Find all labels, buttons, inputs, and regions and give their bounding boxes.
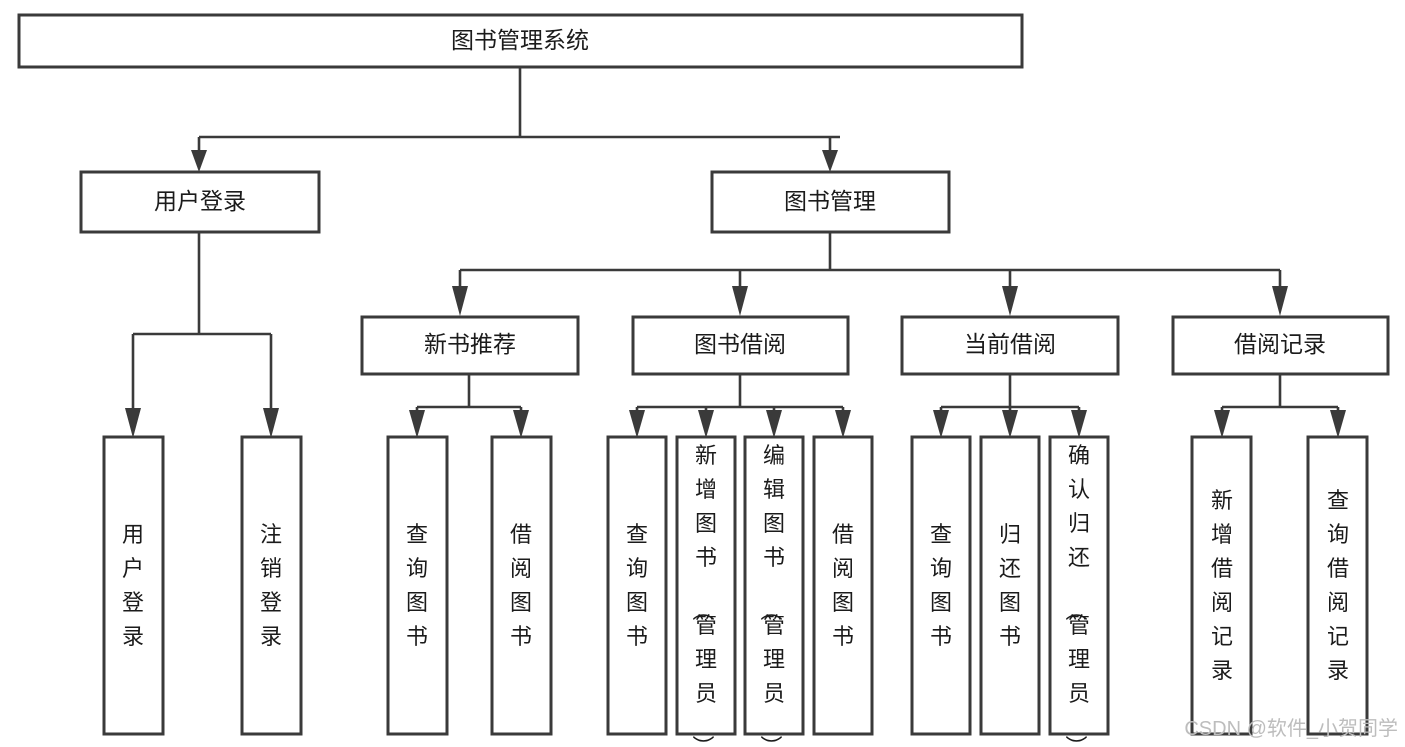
node-leaf-query-book-2[interactable]: 查询图书 (606, 435, 668, 736)
node-leaf-borrow-book-1-label: 借阅图书 (510, 522, 532, 649)
node-user-login[interactable]: 用户登录 (79, 170, 321, 234)
node-leaf-add-book-label: 新增图书（管理员） (690, 443, 717, 747)
node-current-borrow[interactable]: 当前借阅 (900, 315, 1120, 376)
node-book-borrow-label: 图书借阅 (694, 331, 786, 357)
node-leaf-add-record-label: 新增借阅记录 (1211, 488, 1233, 683)
watermark-label: CSDN @软件_小贺同学 (1184, 717, 1398, 740)
node-leaf-logout-login[interactable]: 注销登录 (240, 435, 303, 736)
arrow-head-leaf-borrow-book-2 (835, 410, 851, 438)
node-leaf-query-book-2-label: 查询图书 (626, 522, 648, 649)
node-leaf-edit-book[interactable]: 编辑图书（管理员） (743, 435, 805, 747)
arrow-head-leaf-borrow-book-1 (513, 410, 529, 438)
node-borrow-record-label: 借阅记录 (1234, 331, 1326, 357)
node-leaf-query-book-1-label: 查询图书 (406, 522, 428, 649)
node-leaf-return-book-box[interactable] (979, 435, 1041, 736)
node-leaf-logout-login-label: 注销登录 (260, 522, 282, 649)
arrow-head-leaf-add-record (1214, 410, 1230, 438)
node-leaf-user-login-box[interactable] (102, 435, 165, 736)
node-root-label: 图书管理系统 (451, 27, 589, 53)
node-leaf-query-book-3-box[interactable] (910, 435, 972, 736)
node-leaf-edit-book-label: 编辑图书（管理员） (758, 443, 785, 747)
arrow-head-leaf-return-book (1002, 410, 1018, 438)
node-borrow-record-box[interactable] (1171, 315, 1390, 376)
node-leaf-query-record[interactable]: 查询借阅记录 (1306, 435, 1369, 736)
node-leaf-add-book-box[interactable] (675, 435, 737, 736)
node-user-login-label: 用户登录 (154, 188, 246, 214)
node-root-box[interactable] (17, 13, 1024, 69)
arrow-head-book-management (822, 150, 838, 172)
node-leaf-query-record-label: 查询借阅记录 (1327, 488, 1349, 683)
arrow-head-leaf-confirm-return (1071, 410, 1087, 438)
node-leaf-add-book[interactable]: 新增图书（管理员） (675, 435, 737, 747)
arrow-head-leaf-edit-book (766, 410, 782, 438)
node-current-borrow-label: 当前借阅 (964, 331, 1056, 357)
connector-layer (125, 67, 1346, 438)
node-user-login-box[interactable] (79, 170, 321, 234)
node-leaf-borrow-book-2-label: 借阅图书 (832, 522, 854, 649)
node-leaf-confirm-return-label: 确认归还（管理员） (1063, 443, 1090, 747)
node-borrow-record[interactable]: 借阅记录 (1171, 315, 1390, 376)
node-leaf-query-book-3-label: 查询图书 (930, 522, 952, 649)
arrow-head-leaf-query-book-1 (409, 410, 425, 438)
node-leaf-query-book-1-box[interactable] (386, 435, 449, 736)
node-root[interactable]: 图书管理系统 (17, 13, 1024, 69)
arrow-head-leaf-query-record (1330, 410, 1346, 438)
arrow-head-leaf-query-book-3 (933, 410, 949, 438)
node-leaf-add-record-box[interactable] (1190, 435, 1253, 736)
node-leaf-return-book-label: 归还图书 (999, 522, 1021, 649)
node-book-management-box[interactable] (710, 170, 951, 234)
node-new-book-recommend-label: 新书推荐 (424, 331, 516, 357)
arrow-head-leaf-add-book (698, 410, 714, 438)
node-leaf-borrow-book-1[interactable]: 借阅图书 (490, 435, 553, 736)
node-leaf-add-record[interactable]: 新增借阅记录 (1190, 435, 1253, 736)
node-book-borrow-box[interactable] (631, 315, 850, 376)
node-leaf-logout-login-box[interactable] (240, 435, 303, 736)
node-leaf-query-book-3[interactable]: 查询图书 (910, 435, 972, 736)
node-current-borrow-box[interactable] (900, 315, 1120, 376)
arrow-head-user-login (191, 150, 207, 172)
arrow-head-leaf-logout-login (263, 408, 279, 438)
node-book-borrow[interactable]: 图书借阅 (631, 315, 850, 376)
node-leaf-query-record-box[interactable] (1306, 435, 1369, 736)
node-leaf-borrow-book-2[interactable]: 借阅图书 (812, 435, 874, 736)
arrow-head-leaf-query-book-2 (629, 410, 645, 438)
node-leaf-query-book-2-box[interactable] (606, 435, 668, 736)
node-new-book-recommend-box[interactable] (360, 315, 580, 376)
node-leaf-return-book[interactable]: 归还图书 (979, 435, 1041, 736)
arrow-head-borrow-record (1272, 286, 1288, 316)
node-new-book-recommend[interactable]: 新书推荐 (360, 315, 580, 376)
node-book-management[interactable]: 图书管理 (710, 170, 951, 234)
node-leaf-confirm-return-box[interactable] (1048, 435, 1110, 736)
node-leaf-confirm-return[interactable]: 确认归还（管理员） (1048, 435, 1110, 747)
node-leaf-user-login[interactable]: 用户登录 (102, 435, 165, 736)
node-leaf-edit-book-box[interactable] (743, 435, 805, 736)
arrow-head-leaf-user-login (125, 408, 141, 438)
node-book-management-label: 图书管理 (784, 188, 876, 214)
node-leaf-user-login-label: 用户登录 (122, 522, 144, 649)
node-leaf-borrow-book-1-box[interactable] (490, 435, 553, 736)
arrow-head-book-borrow (732, 286, 748, 316)
node-leaf-borrow-book-2-box[interactable] (812, 435, 874, 736)
arrow-head-new-book-recommend (452, 286, 468, 316)
arrow-head-current-borrow (1002, 286, 1018, 316)
node-leaf-query-book-1[interactable]: 查询图书 (386, 435, 449, 736)
